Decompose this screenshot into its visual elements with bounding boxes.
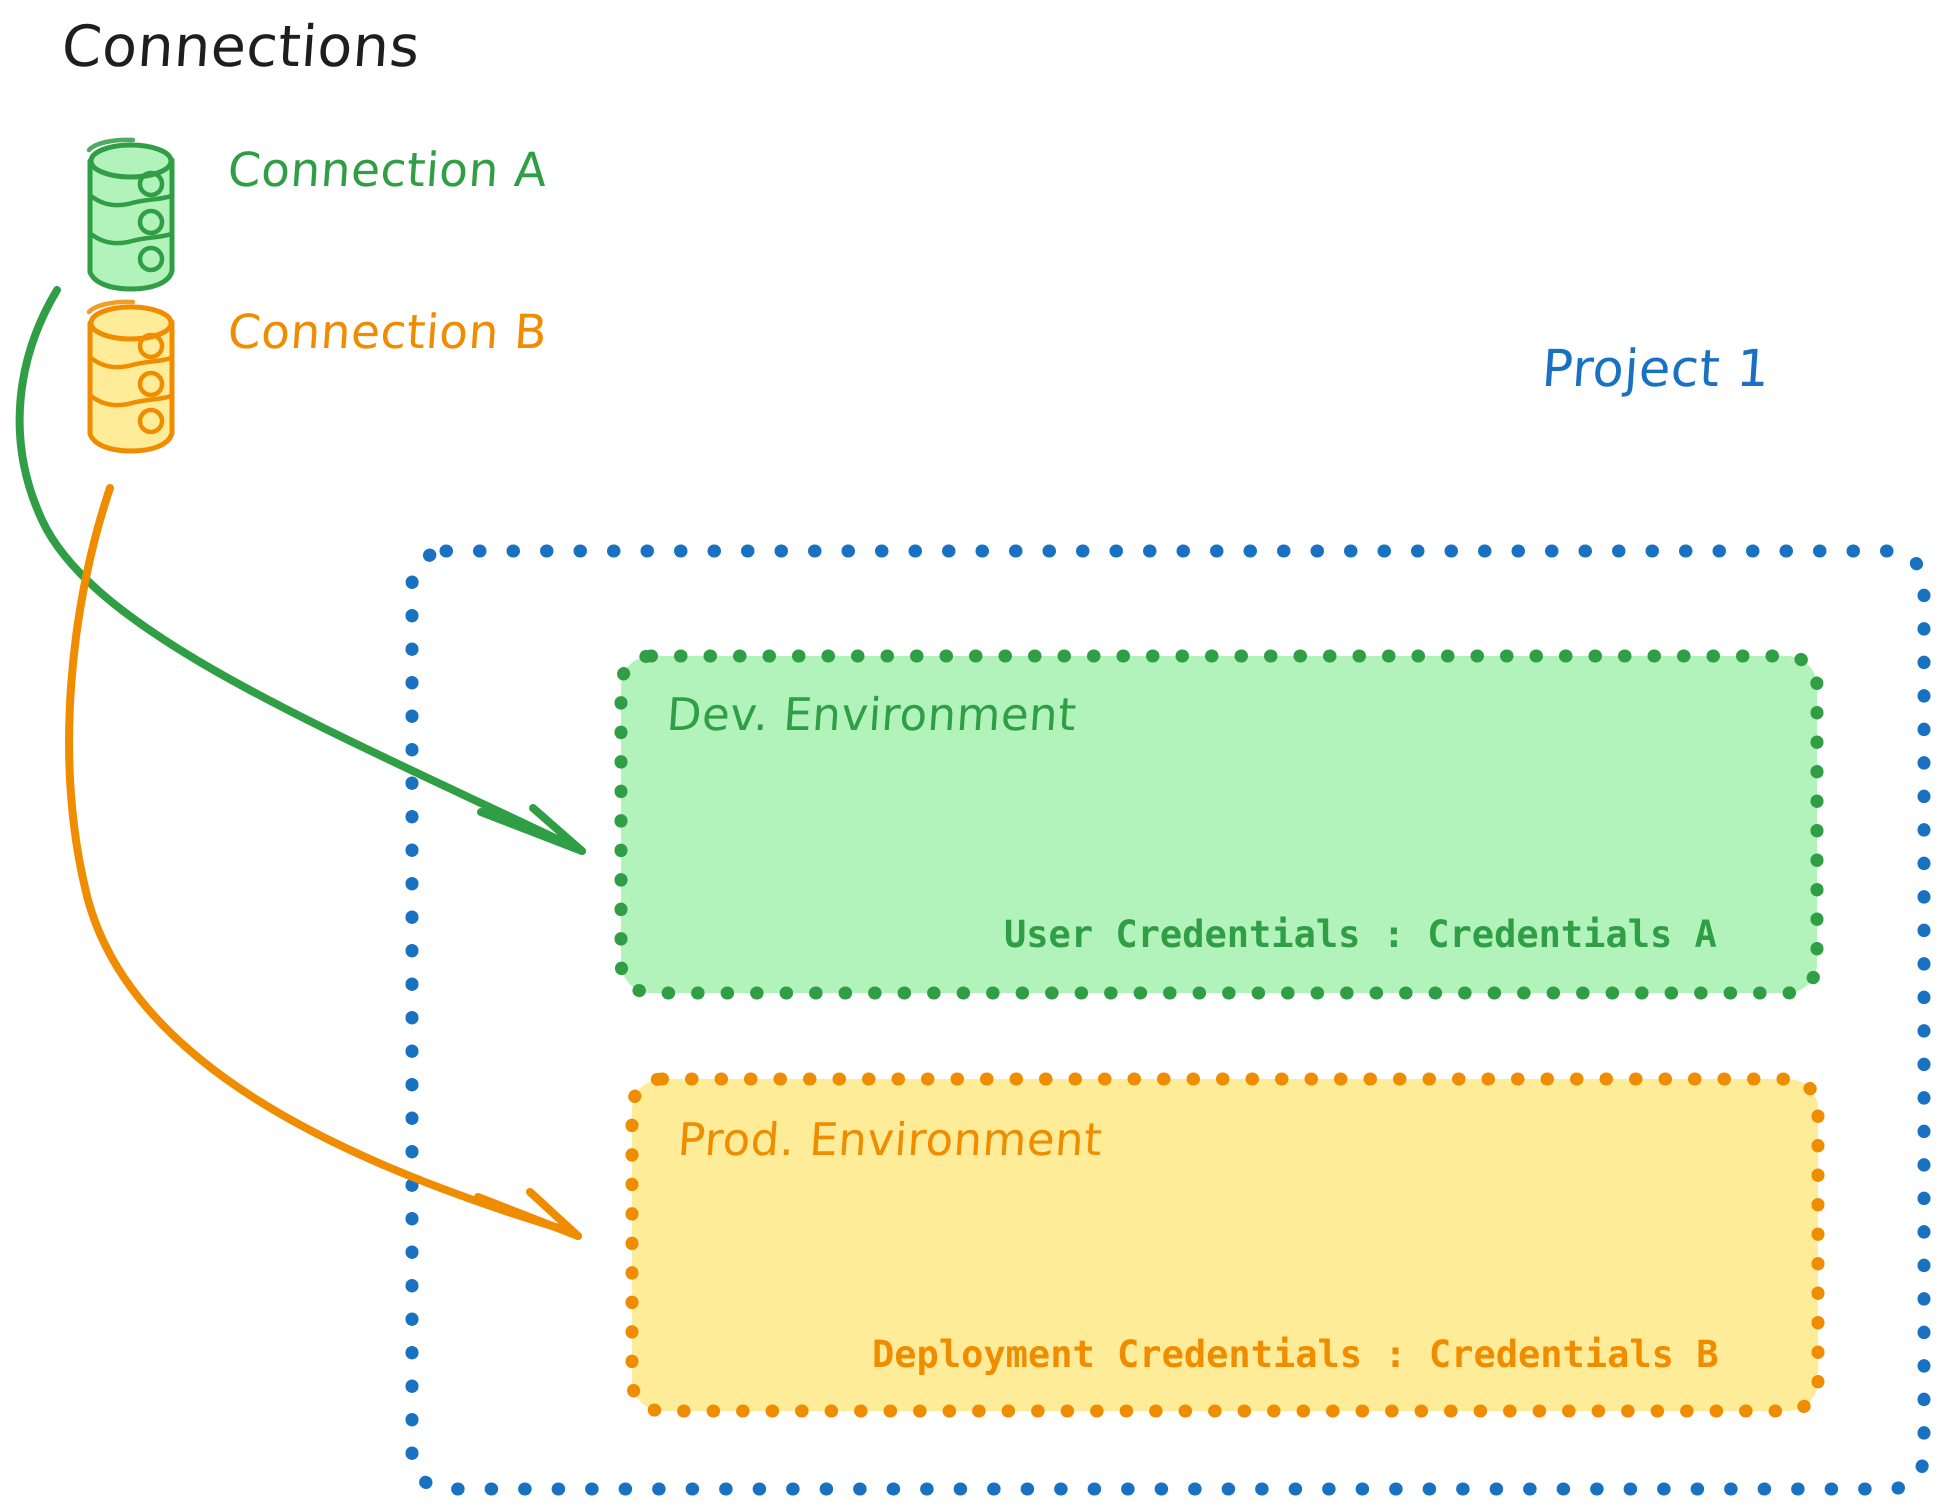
prod-environment-fill: [632, 1079, 1818, 1411]
page-title: Connections: [59, 14, 423, 80]
conn-b-cylinder-fill: [90, 322, 172, 452]
conn-b-divider-1: [88, 355, 174, 370]
database-cylinder-icon-connection-a[interactable]: [86, 137, 175, 292]
arrow-connection-b-to-prod[interactable]: [65, 484, 582, 1240]
conn-b-led-2: [137, 370, 165, 398]
arrow-connection-a-to-dev[interactable]: [15, 286, 586, 855]
dev-environment-fill: [621, 656, 1817, 993]
arrow-b-head-lower: [526, 1188, 582, 1240]
arrow-a-curve: [15, 286, 580, 852]
conn-b-top-sketch: [86, 299, 136, 315]
conn-a-led-2: [137, 208, 165, 236]
arrow-a-head-upper: [477, 808, 586, 855]
project-container-border[interactable]: [405, 544, 1931, 1496]
database-cylinder-icon-connection-b[interactable]: [86, 299, 175, 454]
dev-environment-title: Dev. Environment: [665, 688, 1079, 741]
conn-b-cylinder-top-fill: [90, 307, 172, 337]
conn-a-bottom-curve: [87, 268, 175, 292]
conn-b-led-3: [137, 407, 165, 435]
prod-environment-box[interactable]: [625, 1072, 1825, 1418]
prod-environment-dotted-border: [625, 1072, 1825, 1418]
dev-environment-credentials: User Credentials : Credentials A: [1004, 913, 1717, 956]
conn-a-led-1: [137, 170, 165, 198]
conn-a-cylinder-top-fill: [90, 145, 172, 175]
conn-b-led-1: [137, 332, 165, 360]
prod-environment-title: Prod. Environment: [676, 1113, 1105, 1166]
arrow-b-curve: [65, 484, 576, 1236]
conn-a-top-sketch: [86, 137, 136, 153]
connection-b-label[interactable]: Connection B: [226, 305, 550, 360]
conn-b-bottom-curve: [87, 430, 175, 454]
prod-environment-credentials: Deployment Credentials : Credentials B: [872, 1333, 1719, 1376]
connection-a-label[interactable]: Connection A: [226, 143, 549, 198]
project-dotted-rect: [405, 544, 1931, 1496]
arrow-b-head-upper: [474, 1193, 582, 1240]
conn-a-cylinder-fill: [90, 160, 172, 290]
dev-environment-box[interactable]: [614, 649, 1824, 1000]
conn-a-divider-2: [88, 231, 174, 246]
dev-environment-dotted-border: [614, 649, 1824, 1000]
conn-b-divider-2: [88, 393, 174, 408]
arrow-a-head-lower: [529, 804, 586, 855]
project-title-label: Project 1: [1539, 340, 1772, 399]
conn-a-led-3: [137, 245, 165, 273]
conn-a-divider-1: [88, 193, 174, 208]
